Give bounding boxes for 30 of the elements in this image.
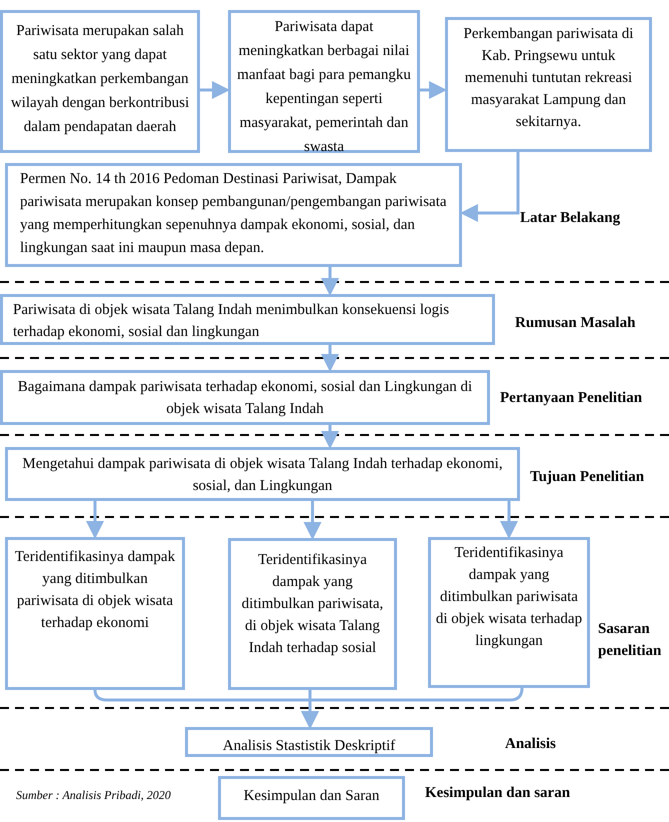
process-box: Pariwisata dapat meningkatkan berbagai nilai manfaat bagi para pemangku kepentingan seperti masyarakat, pemerintah dan swasta — [228, 10, 420, 153]
section-label: Rumusan Masalah — [515, 314, 636, 333]
process-box: Pariwisata merupakan salah satu sektor yang dapat meningkatkan perkembangan wilayah dengan berkontribusi dalam pendapatan daerah — [0, 10, 200, 153]
arrow — [301, 688, 524, 729]
section-label: Tujuan Penelitian — [530, 468, 646, 487]
process-box: Analisis Stastistik Deskriptif — [185, 727, 433, 757]
section-label: Sasaran penelitian — [598, 620, 662, 661]
section-label: Latar Belakang — [520, 209, 622, 228]
section-label: Pertanyaan Penelitian — [500, 389, 644, 408]
arrow — [460, 152, 520, 222]
process-box: Teridentifikasinya dampak yang ditimbulkan pariwisata di objek wisata terhadap lingkungan — [428, 537, 590, 688]
section-label: Kesimpulan dan saran — [425, 784, 572, 803]
arrow — [500, 501, 518, 539]
process-box: Teridentifikasinya dampak yang ditimbulkan pariwisata di objek wisata terhadap ekonomi — [5, 537, 185, 690]
arrow — [86, 501, 104, 539]
process-box: Kesimpulan dan Saran — [218, 776, 405, 820]
arrow — [321, 267, 339, 296]
arrow — [321, 345, 339, 372]
process-box: Permen No. 14 th 2016 Pedoman Destinasi Pariwisat, Dampak pariwisata merupakan konsep pembangunan/pengembangan pariwisata yang memperhitungkan sepenuhnya dampak ekonomi, sosial, dan lingkungan saat ini maupun masa depan. — [5, 163, 462, 267]
section-label: Analisis — [505, 735, 557, 754]
source-note: Sumber : Analisis Pribadi, 2020 — [16, 787, 172, 804]
process-box: Bagaimana dampak pariwisata terhadap ekonomi, sosial dan Lingkungan di objek wisata Talang Indah — [0, 370, 490, 425]
process-box: Mengetahui dampak pariwisata di objek wisata Talang Indah terhadap ekonomi, sosial, dan Lingkungan — [5, 447, 520, 501]
process-box: Teridentifikasinya dampak yang ditimbulkan pariwisata, di objek wisata Talang Indah terhadap sosial — [228, 538, 397, 690]
arrow — [304, 501, 322, 540]
arrow — [321, 425, 339, 449]
process-box: Perkembangan pariwisata di Kab. Pringsewu untuk memenuhi tuntutan rekreasi masyarakat Lampung dan sekitarnya. — [445, 17, 652, 152]
arrow — [200, 81, 230, 99]
arrow — [420, 81, 447, 99]
process-box: Pariwisata di objek wisata Talang Indah menimbulkan konsekuensi logis terhadap ekonomi, sosial dan lingkungan — [0, 294, 495, 345]
